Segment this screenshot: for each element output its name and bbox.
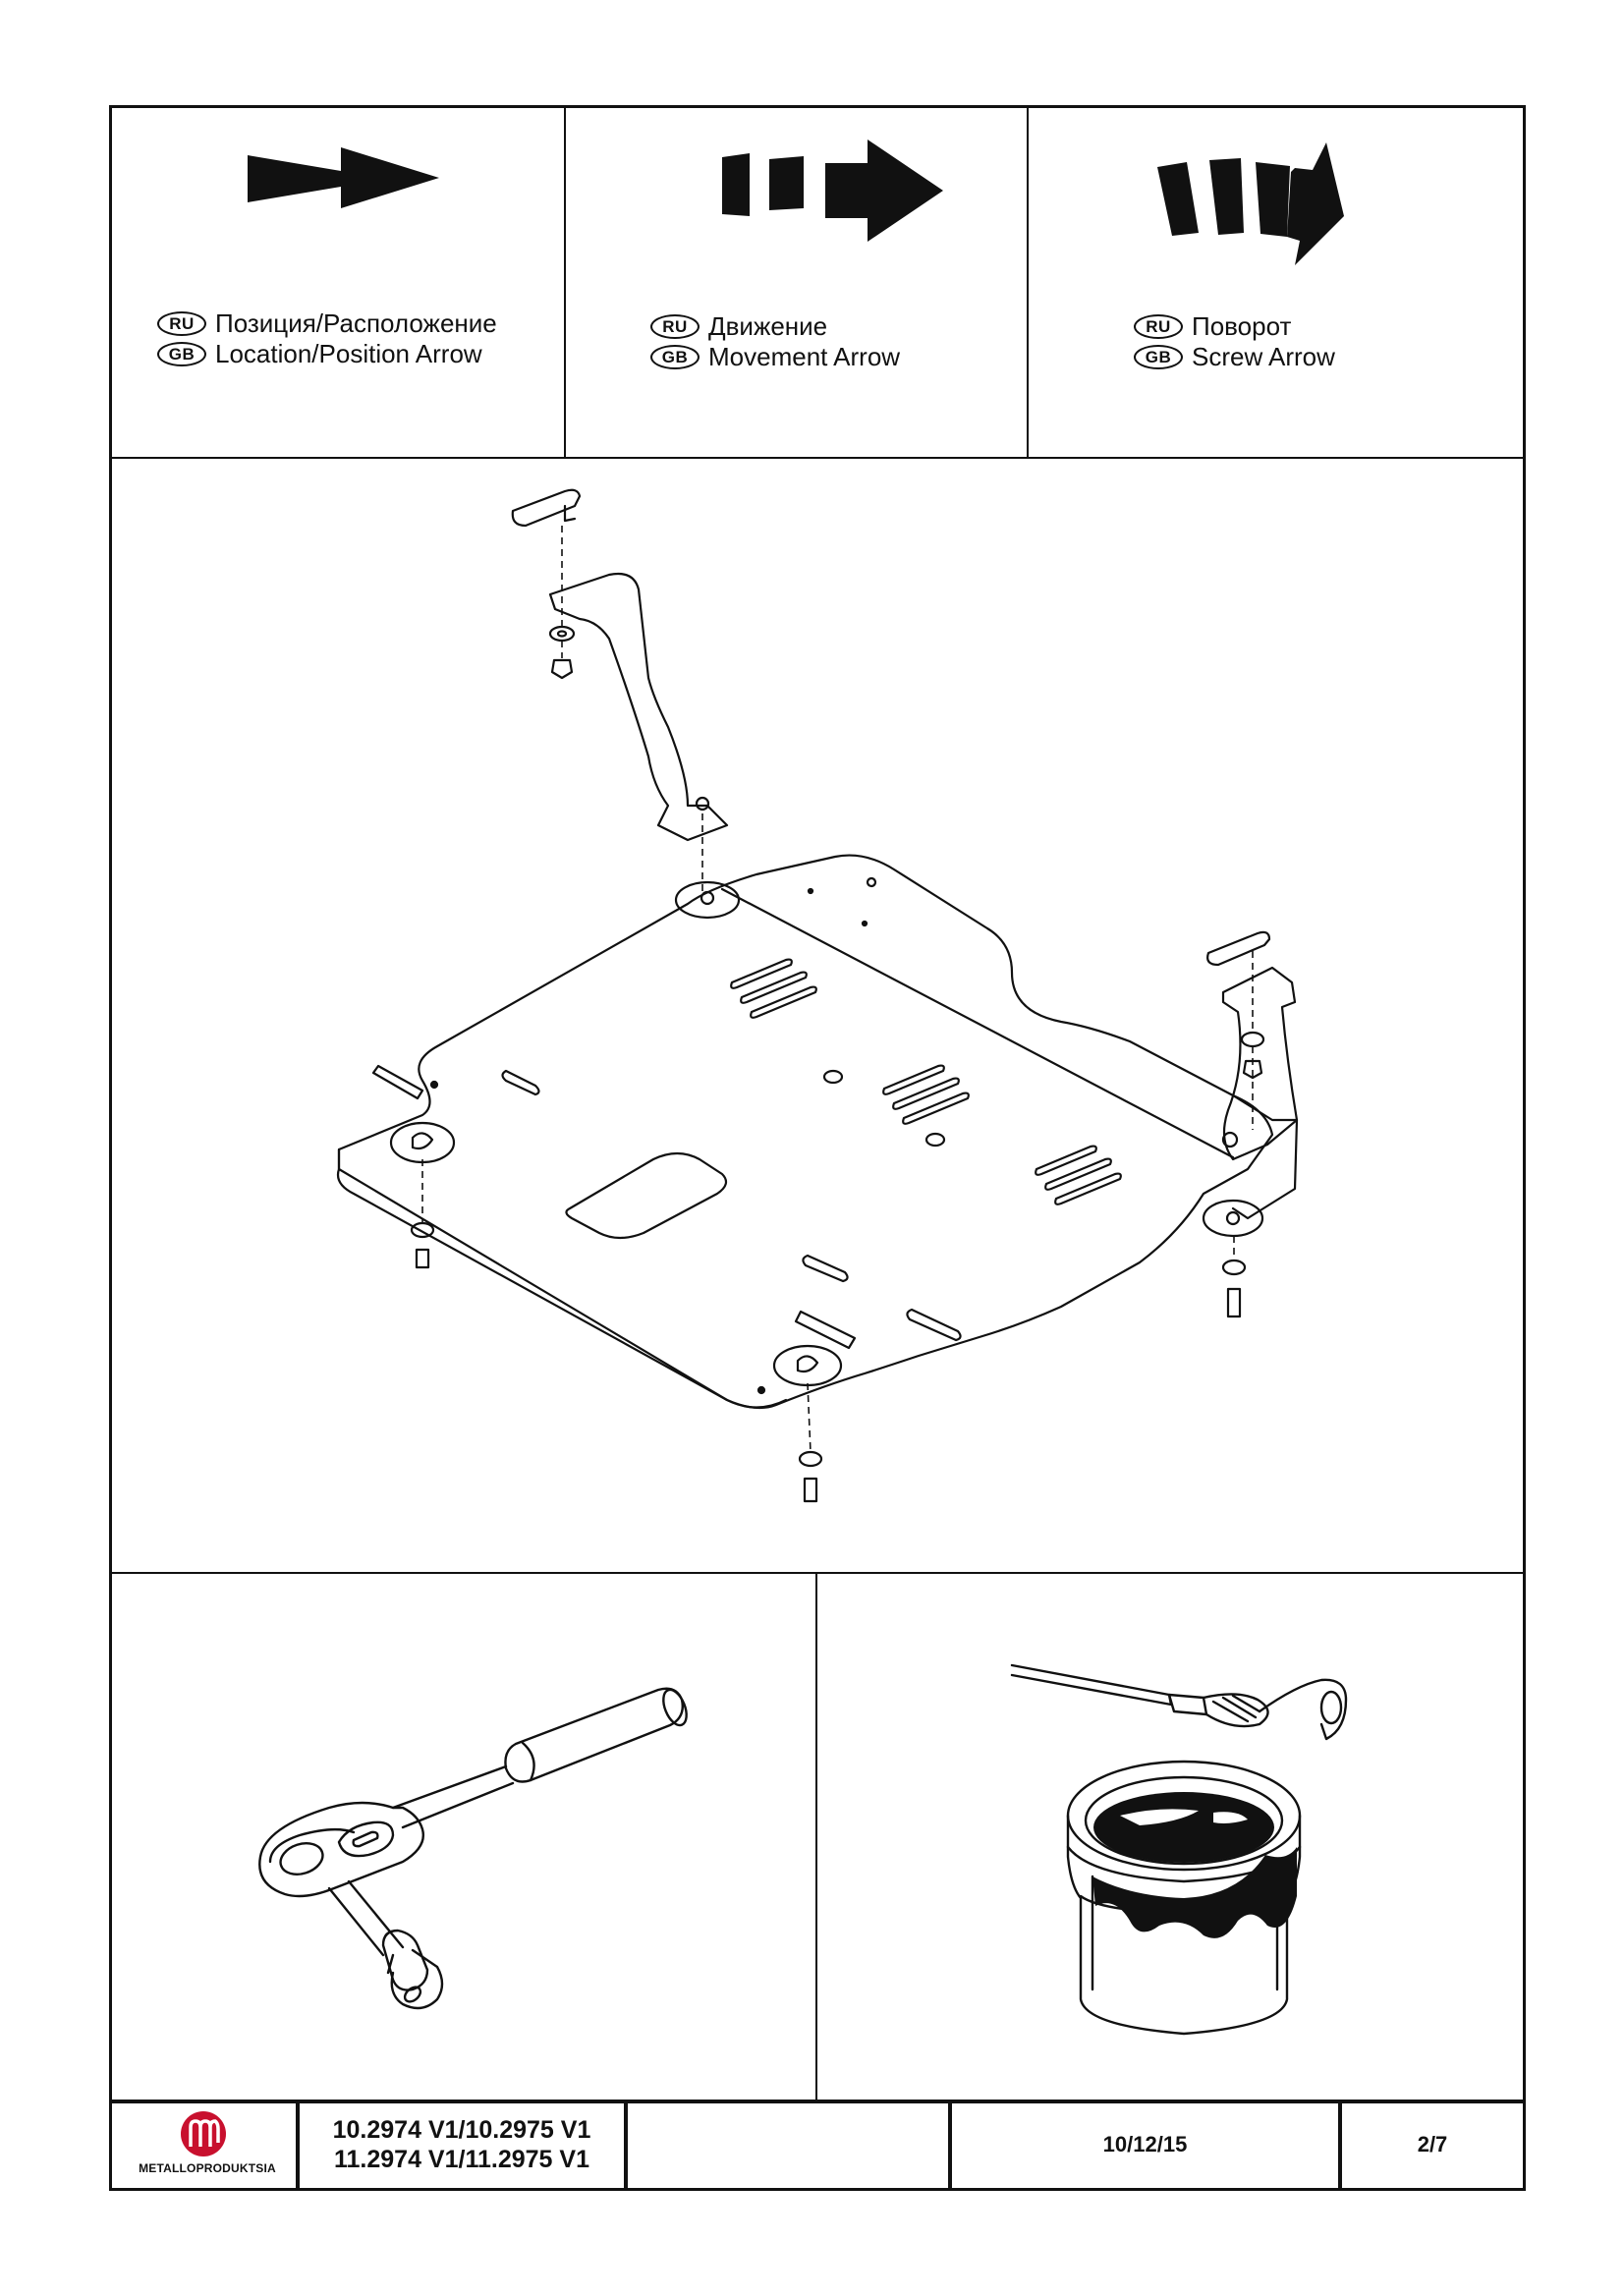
divider-tools [815,1572,817,2101]
date-text: 10/12/15 [1102,2132,1188,2156]
divider-footer [111,2100,1523,2103]
screw-arrow-icon [1157,142,1344,265]
ru-badge: RU [157,311,206,336]
part-number-cell: 10.2974 V1/10.2975 V1 11.2974 V1/11.2975… [296,2101,624,2188]
part-number-line-1: 10.2974 V1/10.2975 V1 [332,2116,591,2144]
gb-badge: GB [1134,345,1183,369]
legend-ru-label: Позиция/Расположение [215,308,497,338]
gb-badge: GB [157,342,206,366]
legend-ru-label: Поворот [1192,311,1292,341]
logo-cell: METALLOPRODUKTSIA [111,2101,296,2188]
metalloproduktsia-logo-icon [181,2111,226,2156]
divider-legend-1 [564,108,566,457]
ru-badge: RU [1134,314,1183,339]
legend-gb-label: Movement Arrow [708,342,901,371]
page-frame [109,105,1526,2191]
ru-badge: RU [650,314,700,339]
paint-can-brush-icon [1010,1663,1348,2036]
blank-cell [624,2101,948,2188]
legend-gb-label: Location/Position Arrow [215,339,482,368]
logo-text: METALLOPRODUKTSIA [139,2161,276,2175]
location-arrow-icon [248,147,439,208]
page-cell: 2/7 [1338,2101,1523,2188]
divider-legend-2 [1027,108,1029,457]
divider-legend [111,457,1523,459]
gb-badge: GB [650,345,700,369]
ratchet-wrench-icon [258,1687,688,2010]
title-block: METALLOPRODUKTSIA 10.2974 V1/10.2975 V1 … [111,2101,1523,2188]
legend-gb-label: Screw Arrow [1192,342,1335,371]
date-cell: 10/12/15 [948,2101,1338,2188]
movement-arrow-icon [722,140,943,242]
legend-ru-label: Движение [708,311,828,341]
part-number-line-2: 11.2974 V1/11.2975 V1 [334,2146,589,2173]
skid-plate-assembly-icon [336,488,1299,1503]
page-number: 2/7 [1417,2132,1448,2156]
